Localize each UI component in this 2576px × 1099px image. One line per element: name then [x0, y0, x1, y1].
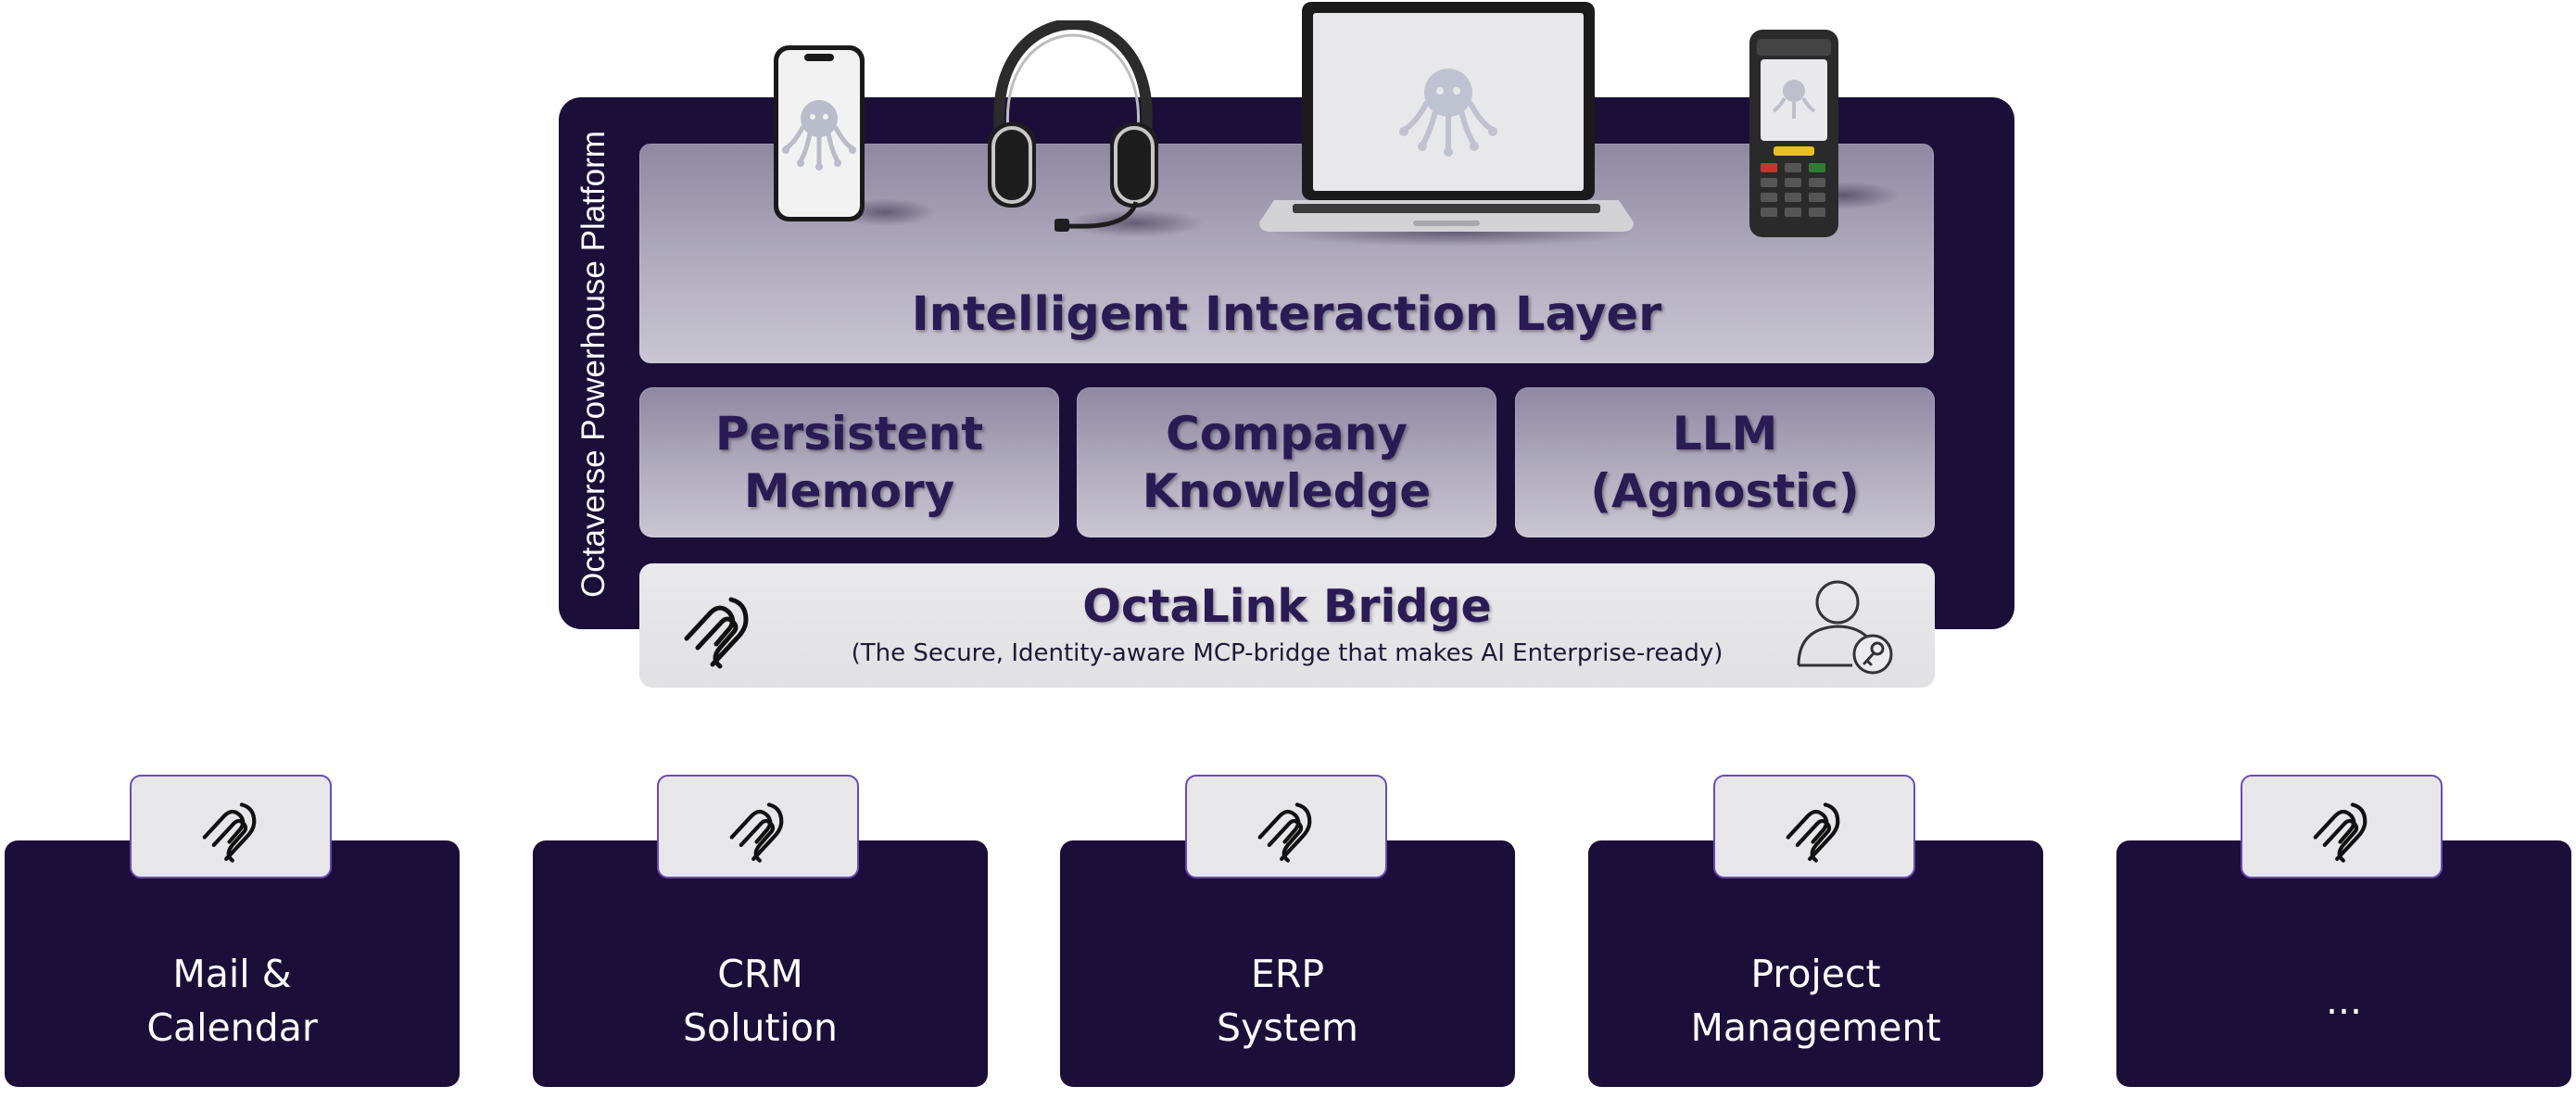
- connector-tab-more: [2241, 775, 2443, 878]
- llm-line2: (Agnostic): [1590, 464, 1860, 518]
- system-label-mail: Mail & Calendar: [5, 917, 460, 1084]
- company-knowledge-line2: Knowledge: [1142, 464, 1432, 518]
- connector-tab-crm: [657, 775, 859, 878]
- bridge-subtitle: (The Secure, Identity-aware MCP-bridge t…: [851, 639, 1724, 667]
- laptop-icon: [1259, 2, 1634, 232]
- system-label-mail-line1: Mail &: [172, 952, 292, 996]
- system-label-project-line1: Project: [1750, 952, 1881, 996]
- system-mail-calendar: [5, 840, 460, 1087]
- headset-icon: [988, 20, 1158, 232]
- octalink-logo-icon: [729, 802, 784, 863]
- company-knowledge-line1: Company: [1166, 407, 1408, 461]
- system-label-more-line1: ...: [2325, 979, 2363, 1023]
- octalink-logo-icon: [684, 597, 749, 669]
- connector-tab-erp: [1185, 775, 1387, 878]
- interaction-layer-title: Intelligent Interaction Layer: [911, 287, 1662, 342]
- system-project-management: [1588, 840, 2043, 1087]
- handheld-scanner-icon: [1749, 30, 1838, 237]
- system-label-mail-line2: Calendar: [146, 1005, 318, 1050]
- connector-tab-mail: [130, 775, 332, 878]
- system-label-crm: CRM Solution: [533, 917, 988, 1084]
- octalink-bridge-bar: [639, 563, 1935, 688]
- octalink-logo-icon: [2313, 802, 2368, 863]
- smartphone-icon: [774, 45, 865, 221]
- system-label-more: ...: [2116, 917, 2571, 1084]
- llm-line1: LLM: [1672, 407, 1778, 461]
- octalink-logo-icon: [1786, 802, 1840, 863]
- system-label-project-line2: Management: [1690, 1005, 1941, 1050]
- connector-tab-project: [1713, 775, 1915, 878]
- system-label-erp-line1: ERP: [1250, 952, 1325, 996]
- system-label-erp-line2: System: [1217, 1005, 1358, 1050]
- octalink-logo-icon: [202, 802, 257, 863]
- persistent-memory-line2: Memory: [743, 464, 955, 518]
- headset-shadow: [1066, 209, 1205, 237]
- system-label-crm-line1: CRM: [717, 952, 803, 996]
- system-label-erp: ERP System: [1060, 917, 1515, 1084]
- octalink-logo-icon: [1257, 802, 1312, 863]
- platform-label-text: Octaverse Powerhouse Platform: [575, 131, 612, 598]
- identity-key-icon: [1797, 580, 1893, 675]
- system-label-crm-line2: Solution: [682, 1005, 839, 1050]
- bridge-title: OctaLink Bridge: [1082, 580, 1492, 633]
- llm-agnostic-box: LLM(Agnostic): [1515, 387, 1935, 537]
- persistent-memory-line1: Persistent: [714, 407, 984, 461]
- system-more: [2116, 840, 2571, 1087]
- platform-label: Octaverse Powerhouse Platform: [558, 122, 630, 606]
- system-erp: [1060, 840, 1515, 1087]
- system-crm: [533, 840, 988, 1087]
